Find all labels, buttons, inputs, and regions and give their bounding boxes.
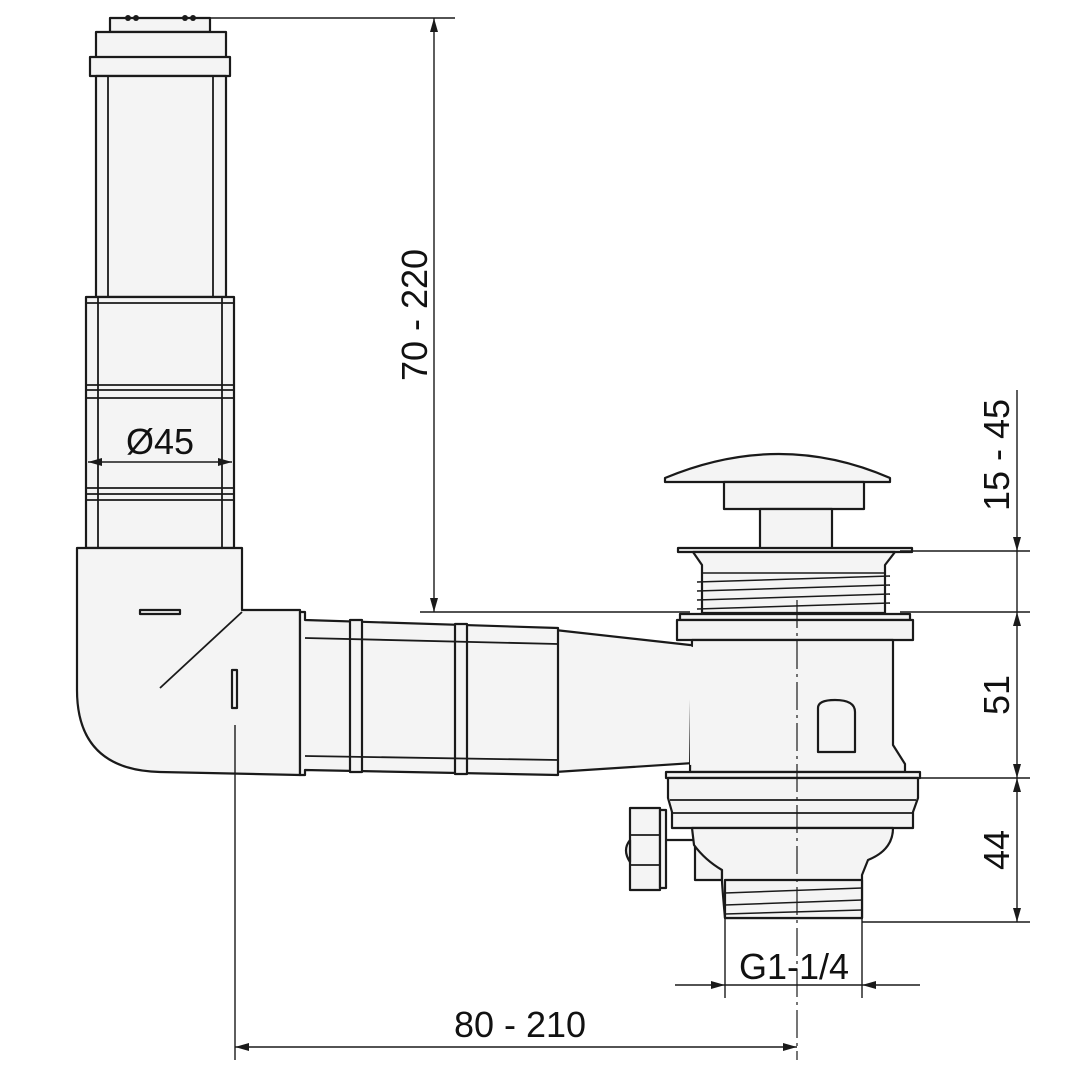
body-height-label: 51 [976,674,1017,716]
horizontal-distance-label: 80 - 210 [453,1004,587,1045]
pop-up-drain [624,452,922,1060]
dimension-lines [88,17,1030,1060]
plug-stroke-label: 15 - 45 [976,398,1017,512]
tail-height-label: 44 [976,829,1017,871]
overflow-height-label: 70 - 220 [394,248,435,382]
thread-label: G1-1/4 [738,946,850,987]
elbow [75,546,302,777]
overflow-column [84,15,236,550]
overflow-diameter-label: Ø45 [125,421,195,462]
